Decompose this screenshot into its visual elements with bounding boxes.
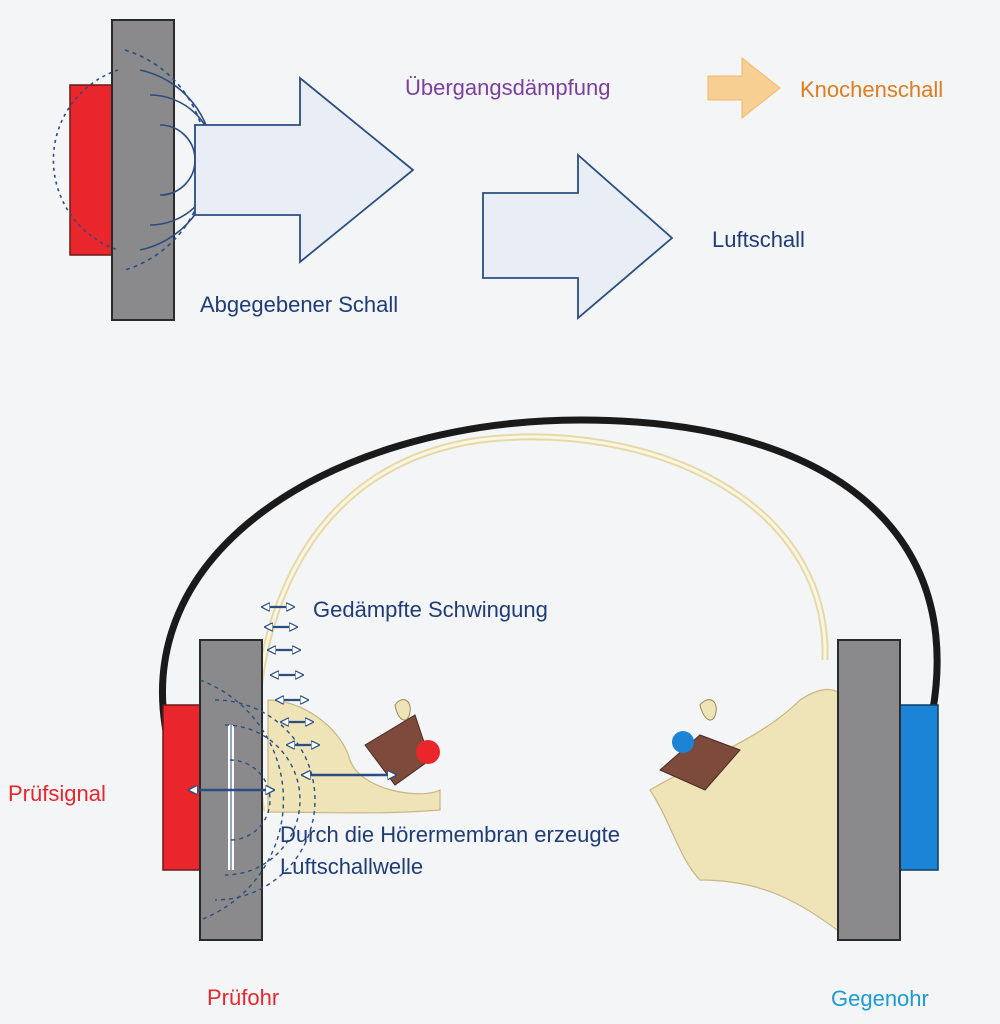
luftschall-arrow-icon	[482, 153, 674, 320]
attenuated-vibration-arrows-icon	[263, 607, 318, 745]
right-housing	[837, 639, 901, 941]
left-ear-anatomy-icon	[267, 699, 441, 814]
label-abgegebener-schall: Abgegebener Schall	[200, 292, 399, 317]
label-gedaempfte-schwingung: Gedämpfte Schwingung	[313, 597, 548, 622]
label-pruefsignal: Prüfsignal	[8, 781, 106, 806]
label-membran-line1: Durch die Hörermembran erzeugte	[280, 822, 620, 847]
top-transducer	[69, 19, 175, 321]
emitted-sound-arrow-icon	[194, 76, 415, 264]
label-gegenohr: Gegenohr	[831, 986, 929, 1011]
label-uebergangsdaempfung: Übergangsdämpfung	[405, 75, 611, 100]
label-luftschall: Luftschall	[712, 227, 805, 252]
right-ear-anatomy-icon	[649, 689, 851, 942]
label-knochenschall: Knochenschall	[800, 77, 944, 102]
airborne-wave-arrows-icon	[190, 775, 395, 790]
bottom-sound-waves-icon	[199, 679, 316, 921]
top-housing	[111, 19, 175, 321]
label-pruefohr: Prüfohr	[207, 985, 280, 1010]
top-signal-pad	[69, 84, 119, 256]
right-headphone	[837, 639, 939, 941]
headband-icon	[159, 416, 941, 794]
label-membran-line2: Luftschallwelle	[280, 854, 424, 879]
knochenschall-arrow-icon	[707, 56, 781, 120]
